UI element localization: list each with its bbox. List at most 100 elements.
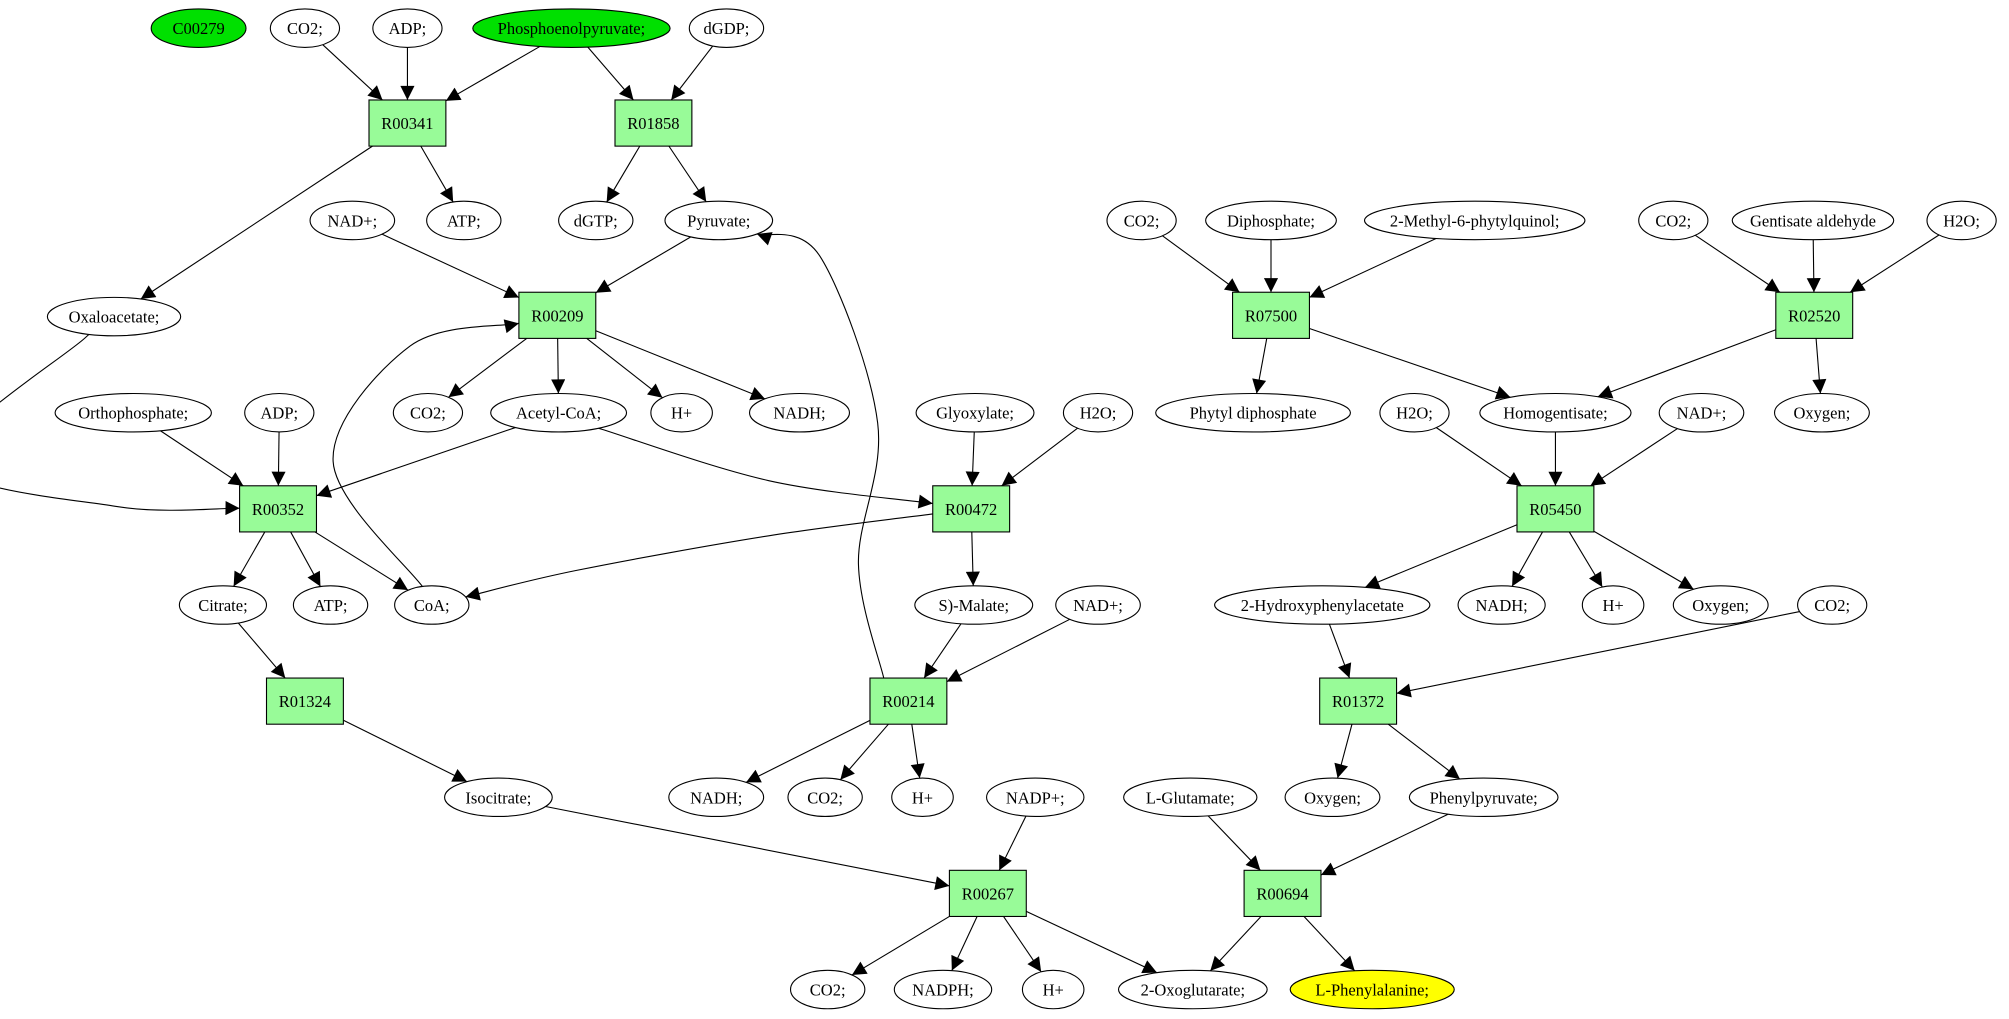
edge-m52-r13: [1397, 612, 1800, 698]
edge-m17-r5: [965, 432, 980, 486]
metabolite-node: H2O;: [1926, 200, 1997, 241]
metabolite-node: 2-Oxoglutarate;: [1117, 969, 1268, 1010]
metabolite-node: Oxygen;: [1773, 392, 1870, 433]
edge-r2-m8: [607, 146, 640, 202]
edge-m40-r11: [1695, 235, 1780, 292]
metabolite-node: H2O;: [1062, 392, 1134, 433]
metabolite-ellipse: [1638, 200, 1709, 241]
edge-r7-m9: [757, 232, 886, 688]
edge-m5-r2: [671, 46, 713, 100]
metabolite-node: ATP;: [292, 585, 369, 625]
metabolite-label: CO2;: [287, 19, 323, 38]
metabolite-node: ATP;: [426, 200, 502, 241]
metabolite-label: 2-Oxoglutarate;: [1141, 981, 1245, 1000]
metabolite-ellipse: [392, 392, 464, 433]
metabolite-ellipse: [893, 969, 993, 1010]
metabolite-ellipse: [1731, 200, 1895, 241]
metabolite-label: CoA;: [414, 596, 450, 615]
edge-m42-r11: [1850, 235, 1939, 292]
edge-m10-r4: [0, 328, 240, 516]
edge-r12-m48: [1365, 525, 1517, 589]
metabolite-label: ADP;: [389, 19, 427, 38]
reaction-node-r00352: R00352: [239, 485, 318, 533]
metabolite-label: C00279: [172, 19, 224, 38]
edge-r9-m33: [1304, 916, 1355, 970]
metabolite-label: Phytyl diphosphate: [1190, 404, 1317, 423]
edge-m9-r3: [596, 237, 691, 293]
edge-m36-r9: [1321, 814, 1448, 875]
metabolite-label: H+: [912, 788, 933, 807]
metabolite-ellipse: [472, 8, 671, 48]
metabolite-node: Phenylpyruvate;: [1408, 777, 1559, 818]
metabolite-node: L-Phenylalanine;: [1289, 969, 1455, 1010]
reaction-label: R07500: [1245, 306, 1297, 325]
metabolite-ellipse: [1363, 200, 1586, 241]
metabolite-ellipse: [46, 296, 182, 337]
edge-m46-r12: [1590, 429, 1677, 486]
edge-r2-m9: [669, 146, 706, 202]
metabolite-label: H2O;: [1396, 404, 1433, 423]
metabolite-ellipse: [1672, 585, 1769, 625]
metabolite-ellipse: [1408, 777, 1559, 818]
metabolite-node: ADP;: [244, 392, 315, 433]
metabolite-node: NAD+;: [1658, 392, 1745, 433]
edge-m39-r10: [1309, 238, 1436, 297]
metabolite-label: Homogentisate;: [1503, 404, 1607, 423]
edge-m34-r9: [1208, 816, 1260, 871]
edge-r7-m25: [746, 720, 870, 782]
metabolite-ellipse: [1205, 200, 1337, 241]
metabolite-label: 2-Methyl-6-phytylquinol;: [1390, 211, 1560, 230]
metabolite-label: ADP;: [261, 404, 299, 423]
metabolite-label: H2O;: [1943, 211, 1980, 230]
edge-m6-r3: [382, 234, 519, 297]
edge-m48-r13: [1329, 624, 1352, 678]
metabolite-ellipse: [372, 8, 443, 48]
metabolite-node: Oxygen;: [1672, 585, 1769, 625]
metabolite-ellipse: [668, 777, 765, 818]
reaction-box: [932, 485, 1011, 533]
metabolite-label: Phenylpyruvate;: [1430, 788, 1538, 807]
metabolite-label: NAD+;: [1677, 404, 1727, 423]
edge-m2-r1: [323, 45, 383, 100]
metabolite-node: NADH;: [1457, 585, 1546, 625]
metabolite-label: ATP;: [447, 211, 481, 230]
metabolite-ellipse: [986, 777, 1085, 818]
metabolite-label: CO2;: [410, 404, 446, 423]
metabolite-label: Orthophosphate;: [78, 404, 188, 423]
edge-r3-m15: [587, 338, 663, 397]
metabolite-node: NADH;: [748, 392, 851, 433]
metabolite-ellipse: [1797, 585, 1868, 625]
reaction-node-r05450: R05450: [1516, 485, 1595, 533]
metabolite-label: NADH;: [773, 404, 825, 423]
metabolite-label: L-Glutamate;: [1146, 788, 1235, 807]
metabolite-label: NAD+;: [1073, 596, 1123, 615]
edge-r8-m31: [1004, 916, 1042, 971]
reaction-box: [265, 677, 344, 725]
edge-r12-m50: [1569, 532, 1602, 587]
metabolite-node: Homogentisate;: [1479, 392, 1632, 433]
metabolite-label: NADPH;: [912, 981, 973, 1000]
metabolite-node: Acetyl-CoA;: [490, 392, 628, 433]
edge-r13-m36: [1388, 724, 1460, 779]
metabolite-label: NADP+;: [1006, 788, 1065, 807]
metabolite-label: CO2;: [1814, 596, 1850, 615]
metabolite-node: NADP+;: [986, 777, 1085, 818]
edge-r12-m49: [1512, 532, 1542, 586]
metabolite-node: C00279: [150, 8, 247, 48]
reaction-box: [948, 869, 1027, 918]
metabolite-node: ADP;: [372, 8, 443, 48]
edge-m14-r4: [316, 428, 515, 498]
reaction-label: R05450: [1529, 500, 1581, 519]
metabolite-label: Oxygen;: [1794, 404, 1851, 423]
metabolite-node: dGTP;: [558, 200, 634, 241]
edge-m44-r12: [1436, 428, 1521, 486]
reaction-node-r00341: R00341: [368, 99, 447, 147]
metabolite-node: H+: [1021, 969, 1085, 1010]
edge-r10-m43: [1252, 338, 1267, 393]
metabolite-label: ATP;: [314, 596, 348, 615]
edge-m41-r11: [1806, 240, 1821, 293]
reaction-box: [239, 485, 318, 533]
metabolite-ellipse: [1379, 392, 1450, 433]
